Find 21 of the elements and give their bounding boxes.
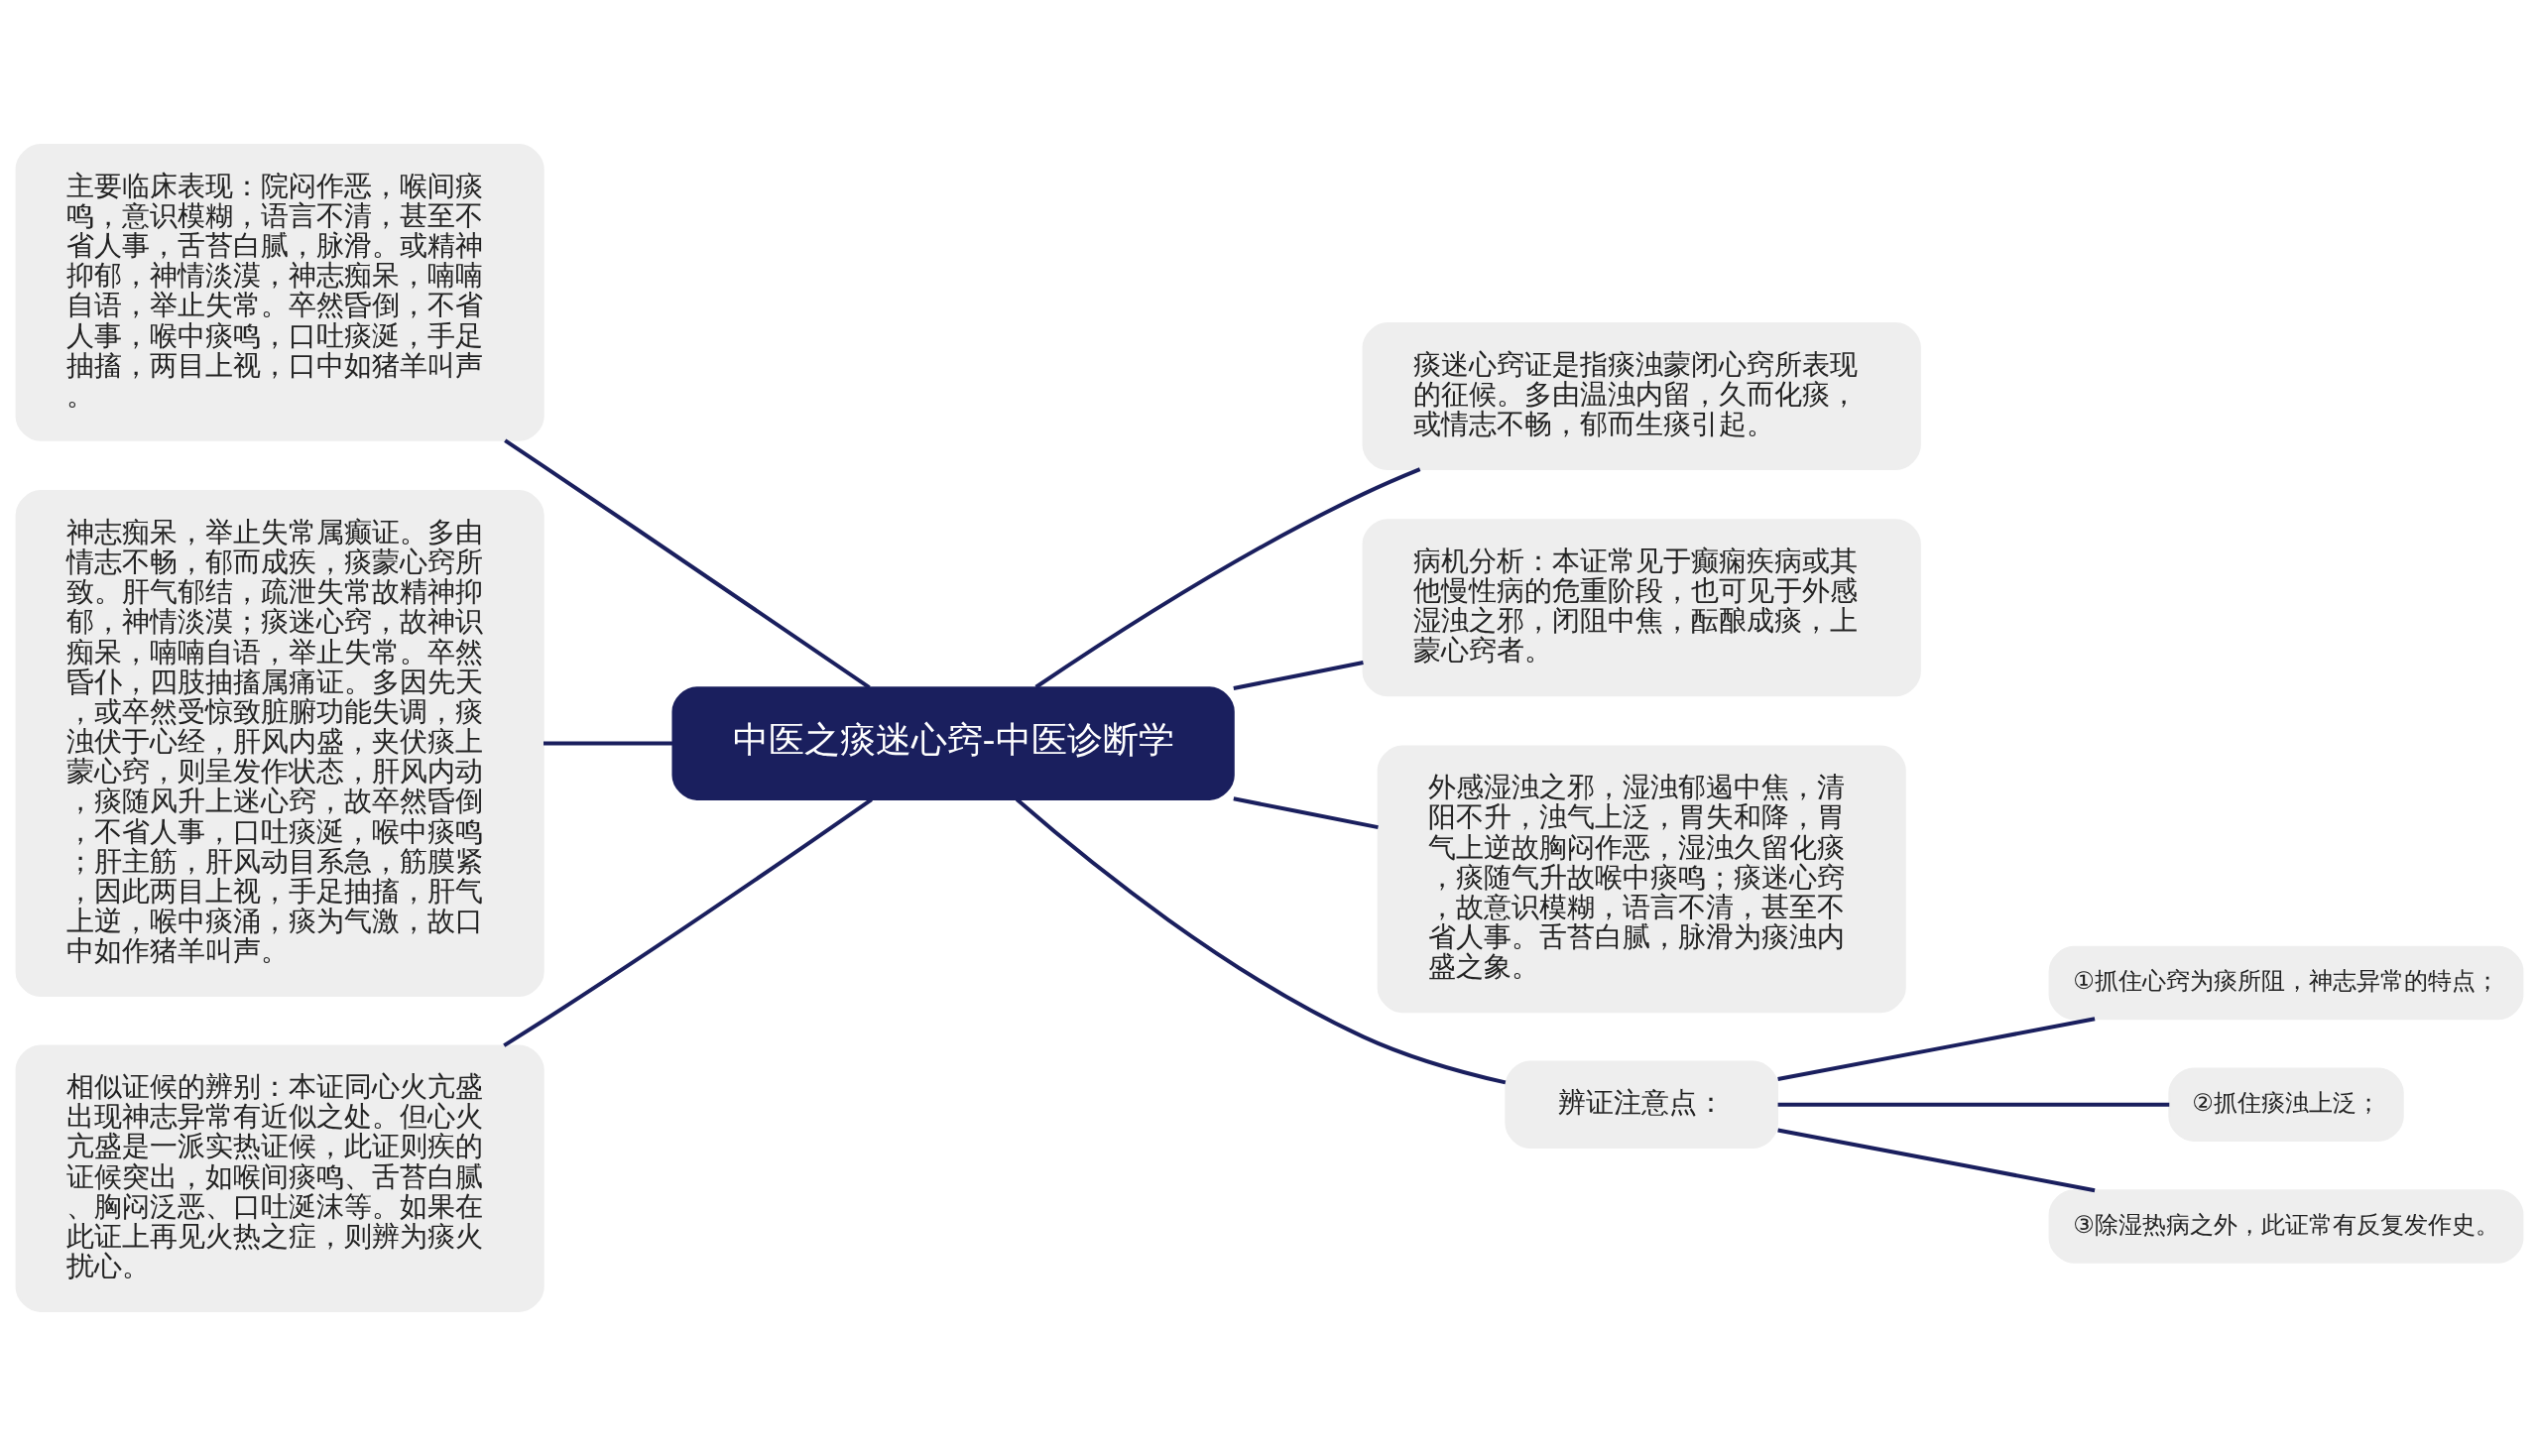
connector bbox=[544, 741, 673, 746]
node-box: 相似证候的辨别：本证同心火亢盛出现神志异常有近似之处。但心火亢盛是一派实热证候，此证则疾的证候突出，如喉间痰鸣、舌苔白腻、胸闷泛恶、口吐涎沫等。如果在此证上再见火热之症，则辨为痰火扰心。 bbox=[15, 1044, 544, 1312]
node-box: 神志痴呆，举止失常属癫证。多由情志不畅，郁而成疾，痰蒙心窍所致。肝气郁结，疏泄失常故精神抑郁，神情淡漠；痰迷心窍，故神识痴呆，喃喃自语，举止失常。卒然昏仆，四肢抽搐属痛证。多因先天，或卒然受惊致脏腑功能失调，痰浊伏于心经，肝风内盛，夹伏痰上蒙心窍，则呈发作状态，肝风内动，痰随风升上迷心窍，故卒然昏倒，不省人事，口吐痰涎，喉中痰鸣；肝主筋，肝风动目系急，筋膜紧，因此两目上视，手足抽搐，肝气上逆，喉中痰涌，痰为气激，故口中如作猪羊叫声。 bbox=[15, 490, 544, 998]
node-box: 辨证注意点： bbox=[1505, 1060, 1778, 1149]
node-box: 主要临床表现：院闷作恶，喉间痰鸣，意识模糊，语言不清，甚至不省人事，舌苔白腻，脉滑。或精神抑郁，神情淡漠，神志痴呆，喃喃自语，举止失常。卒然昏倒，不省人事，喉中痰鸣，口吐痰涎，手足抽搐，两目上视，口中如猪羊叫声。 bbox=[15, 144, 544, 441]
node-box: ①抓住心窍为痰所阻，神志异常的特点； bbox=[2048, 945, 2524, 1021]
connector bbox=[504, 438, 871, 689]
connector bbox=[1777, 1017, 2096, 1081]
node-box: 外感湿浊之邪，湿浊郁遏中焦，清阳不升，浊气上泛，胃失和降，胃气上逆故胸闷作恶，湿浊久留化痰，痰随气升故喉中痰鸣；痰迷心窍，故意识模糊，语言不清，甚至不省人事。舌苔白腻，脉滑为痰浊内盛之象。 bbox=[1377, 745, 1906, 1014]
connector bbox=[1015, 797, 1507, 1085]
node-box: ③除湿热病之外，此证常有反复发作史。 bbox=[2048, 1189, 2524, 1264]
node-box: 病机分析：本证常见于癫痫疾病或其他慢性病的危重阶段，也可见于外感湿浊之邪，闭阻中焦，酝酿成痰，上蒙心窍者。 bbox=[1362, 519, 1921, 697]
node-box: 痰迷心窍证是指痰浊蒙闭心窍所表现的征候。多由温浊内留，久而化痰，或情志不畅，郁而生痰引起。 bbox=[1362, 322, 1921, 470]
connector bbox=[1777, 1102, 2170, 1107]
connector bbox=[503, 797, 873, 1047]
connector bbox=[1777, 1128, 2096, 1193]
connector bbox=[1034, 467, 1421, 689]
connector bbox=[1233, 661, 1364, 690]
node-box: ②抓住痰浊上泛； bbox=[2168, 1067, 2404, 1142]
connector bbox=[1233, 796, 1379, 830]
node-box: 中医之痰迷心窍-中医诊断学 bbox=[671, 686, 1235, 800]
